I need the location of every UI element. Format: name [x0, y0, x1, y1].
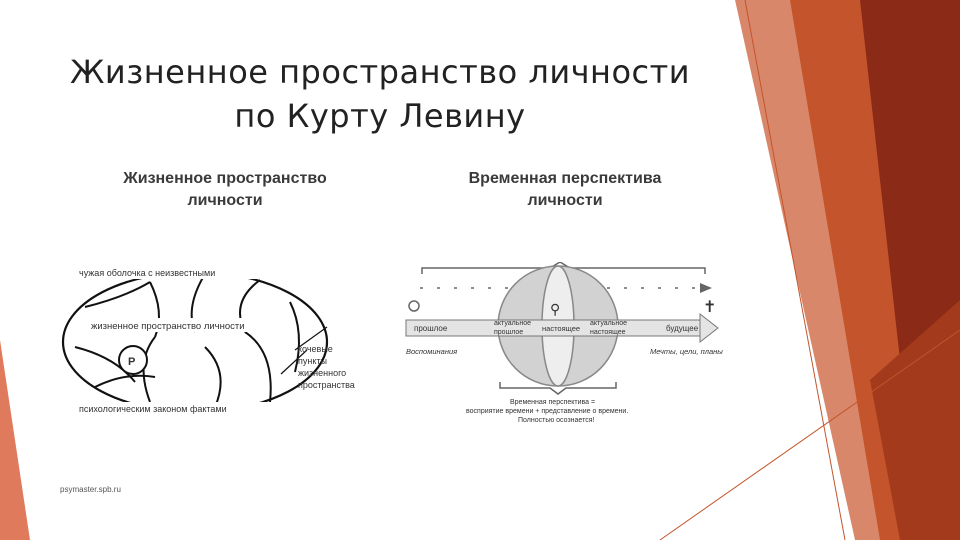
person-circle [118, 345, 148, 375]
bottom-caption-line-1: Временная перспектива = [510, 399, 595, 406]
dreams-caption: Мечты, цели, планы [650, 347, 723, 356]
life-space-pointer-labels: кочевые пункты жизненного пространства [298, 344, 355, 390]
title-line-2: по Курту Левину [234, 97, 526, 135]
bottom-caption-line-3: Полностью осознается! [518, 417, 594, 424]
top-brace [421, 262, 706, 274]
bottom-label: психологическим законом фактами [79, 404, 227, 414]
actual-future-label-1: актуальное [590, 320, 627, 327]
life-space-diagram: жизненное пространство личности чужая об… [61, 266, 329, 415]
time-perspective-diagram: прошлое актуальное прошлое настоящее акт… [405, 262, 723, 424]
pointer-line [280, 349, 308, 375]
person-label: P [128, 356, 135, 368]
outer-shell-label: чужая оболочка с неизвестными [79, 268, 215, 278]
bottom-caption-line-2: восприятие времени + представление о вре… [466, 408, 628, 415]
region-line [84, 281, 151, 308]
region-line [204, 346, 222, 408]
actual-past-label-2: прошлое [494, 329, 523, 336]
pointer-label-1: кочевые [298, 344, 333, 354]
left-heading-line-2: личности [187, 192, 263, 209]
walking-figure-icon: ⚲ [550, 301, 560, 317]
pointer-arrow [294, 326, 328, 351]
left-accent-triangle [0, 340, 30, 540]
region-line [94, 374, 156, 388]
right-heading-line-1: Временная перспектива [468, 170, 662, 187]
region-line [142, 336, 156, 403]
deco-line-1 [744, 0, 846, 540]
page-title: Жизненное пространство личности по Курту… [60, 50, 700, 138]
past-symbol-icon [408, 300, 420, 312]
actual-future-label-2: настоящее [590, 329, 626, 336]
timeline-arrowhead [700, 283, 712, 293]
future-label: будущее [666, 324, 699, 333]
left-heading-line-1: Жизненное пространство [123, 170, 327, 187]
pointer-label-4: пространства [298, 380, 355, 390]
region-line [149, 281, 160, 338]
cross-icon: ✝ [703, 299, 716, 316]
actual-past-label-1: актуальное [494, 320, 531, 327]
past-label: прошлое [414, 324, 448, 333]
timeline-band-arrowhead [699, 312, 719, 344]
left-column-heading: Жизненное пространство личности [70, 168, 380, 212]
region-line [244, 331, 272, 403]
region-line [289, 301, 300, 373]
title-line-1: Жизненное пространство личности [69, 53, 691, 91]
present-label: настоящее [542, 324, 580, 333]
inner-region-label: жизненное пространство личности [91, 321, 245, 332]
bottom-brace [499, 382, 617, 395]
memories-caption: Воспоминания [406, 347, 457, 356]
deco-line-2 [659, 329, 960, 540]
right-band-shade [870, 300, 960, 540]
pointer-label-3: жизненного [298, 368, 346, 378]
source-footer: psymaster.spb.ru [60, 485, 121, 494]
region-line [74, 346, 136, 383]
pointer-label-2: пункты [298, 356, 327, 366]
right-column-heading: Временная перспектива личности [420, 168, 710, 212]
right-heading-line-2: личности [527, 192, 603, 209]
